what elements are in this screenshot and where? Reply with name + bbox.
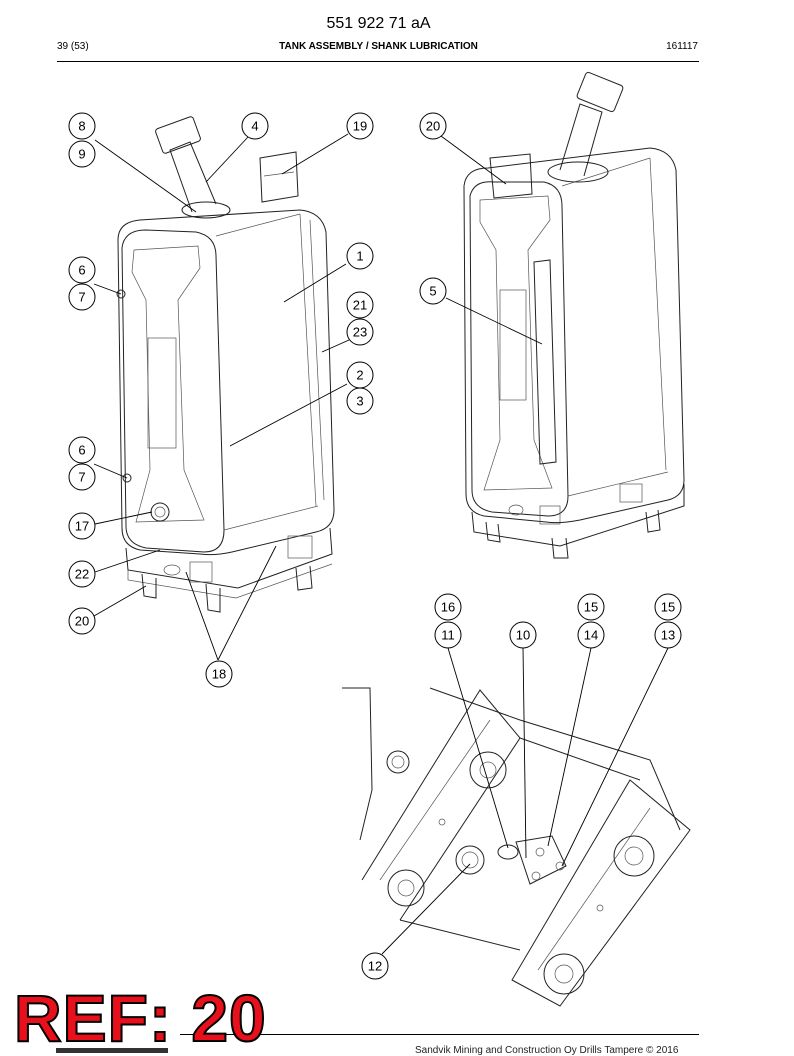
date-code: 161117 [666,41,698,52]
callout-4: 4 [241,112,269,140]
svg-text:16: 16 [441,600,455,615]
page-number: 39 (53) [57,41,89,52]
callout-19: 19 [346,112,374,140]
callout-22: 22 [68,560,96,588]
tank-rear-view [463,71,685,559]
callout-7-upper: 7 [68,283,96,311]
svg-text:17: 17 [75,519,89,534]
underside-detail-view [342,687,691,1007]
svg-text:6: 6 [78,443,85,458]
svg-text:8: 8 [78,119,85,134]
callout-11: 11 [434,621,462,649]
svg-text:1: 1 [356,249,363,264]
tank-front-view [116,116,335,613]
svg-text:19: 19 [353,119,367,134]
svg-text:10: 10 [516,628,530,643]
svg-text:2: 2 [356,368,363,383]
callout-10: 10 [509,621,537,649]
sandvik-logo [56,1048,168,1053]
svg-text:20: 20 [75,614,89,629]
callout-8: 8 [68,112,96,140]
callout-3: 3 [346,387,374,415]
footer-copyright: Sandvik Mining and Construction Oy Drill… [415,1045,679,1056]
svg-text:4: 4 [251,119,258,134]
callout-6-upper: 6 [68,256,96,284]
callout-6-lower: 6 [68,436,96,464]
header-divider [57,61,699,62]
callout-12: 12 [361,952,389,980]
callout-9: 9 [68,140,96,168]
callout-23: 23 [346,318,374,346]
callout-16: 16 [434,593,462,621]
callout-1: 1 [346,242,374,270]
svg-text:14: 14 [584,628,598,643]
svg-text:18: 18 [212,667,226,682]
svg-text:11: 11 [441,628,455,643]
svg-text:21: 21 [353,298,367,313]
callout-13: 13 [654,621,682,649]
callout-5: 5 [419,277,447,305]
svg-text:7: 7 [78,290,85,305]
callout-15-left: 15 [577,593,605,621]
svg-text:13: 13 [661,628,675,643]
svg-text:23: 23 [353,325,367,340]
callout-20-bottom: 20 [68,607,96,635]
footer-divider [180,1034,699,1035]
svg-text:5: 5 [429,284,436,299]
svg-text:9: 9 [78,147,85,162]
callout-21: 21 [346,291,374,319]
svg-text:3: 3 [356,394,363,409]
svg-text:6: 6 [78,263,85,278]
callout-17: 17 [68,512,96,540]
svg-text:7: 7 [78,470,85,485]
leader-lines [93,133,669,955]
callout-20-top: 20 [419,112,447,140]
svg-text:12: 12 [368,959,382,974]
svg-text:22: 22 [75,567,89,582]
ref-stamp: REF: 20 [13,980,267,1056]
document-number: 551 922 71 aA [326,15,431,32]
callout-14: 14 [577,621,605,649]
callout-7-lower: 7 [68,463,96,491]
svg-text:15: 15 [584,600,598,615]
section-title: TANK ASSEMBLY / SHANK LUBRICATION [279,41,478,52]
callout-2: 2 [346,361,374,389]
svg-text:20: 20 [426,119,440,134]
svg-text:15: 15 [661,600,675,615]
callout-18: 18 [205,660,233,688]
callout-15-right: 15 [654,593,682,621]
